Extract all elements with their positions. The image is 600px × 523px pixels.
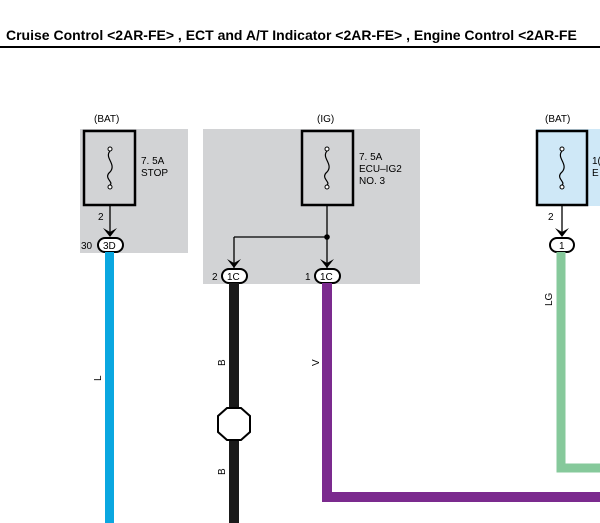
bat-left-label: (BAT) xyxy=(94,114,119,125)
ig-right-connector-pin: 1 xyxy=(305,272,311,283)
right-fuse-box xyxy=(536,129,600,206)
splice-dot xyxy=(324,234,330,240)
stop-fuse-rating: 7. 5A xyxy=(141,156,165,167)
right-fuse-icon xyxy=(559,146,565,190)
stop-connector-label: 3D xyxy=(103,241,116,252)
wire-LG xyxy=(556,252,600,473)
stop-terminal-arrow xyxy=(103,228,117,237)
right-pin-label: 2 xyxy=(548,212,554,223)
ig-right-connector-label: 1C xyxy=(320,272,333,283)
ig-relay-box xyxy=(203,129,420,284)
wire-L xyxy=(105,252,114,523)
wire-L-label: L xyxy=(93,375,104,381)
stop-connector-pin: 30 xyxy=(81,241,93,252)
ecu-ig2-fuse-name-2: NO. 3 xyxy=(359,176,386,187)
wire-B xyxy=(229,283,239,523)
junction-connector xyxy=(217,407,251,441)
stop-fuse-name: STOP xyxy=(141,168,168,179)
wire-V-label: V xyxy=(311,359,322,366)
title-rule xyxy=(0,46,600,48)
ecu-ig2-fuse-icon xyxy=(324,146,330,190)
ig-right-terminal-arrow xyxy=(320,259,334,268)
wire-V xyxy=(322,283,600,502)
ecu-ig2-fuse-name: ECU–IG2 xyxy=(359,164,402,175)
bat-right-label: (BAT) xyxy=(545,114,570,125)
right-fuse-rating-partial: 1( xyxy=(592,156,600,167)
wire-B-upper-label: B xyxy=(217,359,228,366)
ig-left-connector-label: 1C xyxy=(227,272,240,283)
right-fuse-name-partial: E xyxy=(592,168,599,179)
stop-pin-label: 2 xyxy=(98,212,104,223)
right-terminal-arrow xyxy=(555,228,569,237)
wire-LG-label: LG xyxy=(544,292,555,306)
ig-left-connector-pin: 2 xyxy=(212,272,218,283)
ecu-ig2-fuse-rating: 7. 5A xyxy=(359,152,383,163)
ig-left-terminal-arrow xyxy=(227,259,241,268)
right-connector-label: 1 xyxy=(559,241,565,252)
page-title: Cruise Control <2AR-FE> , ECT and A/T In… xyxy=(6,27,577,43)
wire-B-lower-label: B xyxy=(217,468,228,475)
stop-fuse-icon xyxy=(107,146,113,190)
ig-label: (IG) xyxy=(317,114,334,125)
